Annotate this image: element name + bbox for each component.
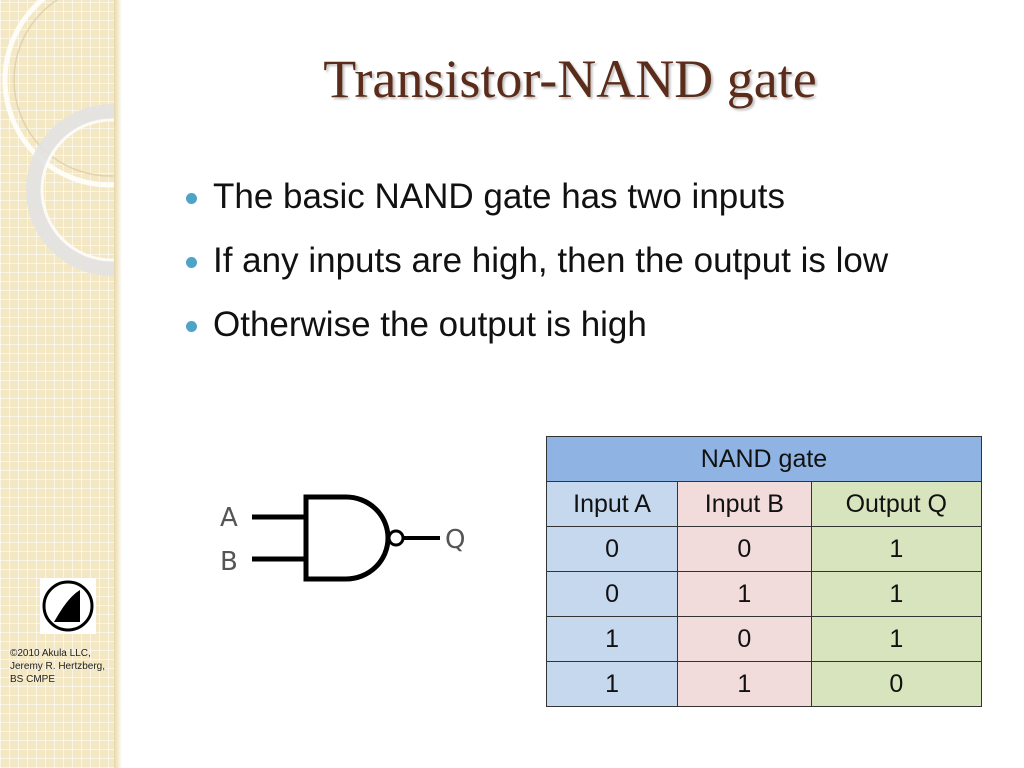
table-cell: 0: [545, 526, 679, 572]
gate-input-b-label: B: [220, 547, 238, 577]
bullet-item: The basic NAND gate has two inputs: [184, 172, 964, 222]
nand-gate-symbol: A B Q: [220, 494, 465, 582]
gate-input-a-label: A: [220, 503, 238, 533]
decorative-rings: [2, 0, 114, 276]
table-cell: 1: [545, 616, 679, 662]
truth-table: NAND gate Input A Input B Output Q 0 0 1…: [545, 436, 983, 707]
side-border: [114, 0, 122, 768]
table-cell: 0: [677, 526, 812, 572]
bullet-text: Otherwise the output is high: [213, 305, 647, 344]
table-row: 0 0 1: [545, 526, 983, 572]
bullet-dot-icon: [186, 257, 197, 268]
table-row: 1 1 0: [545, 661, 983, 707]
bullet-dot-icon: [186, 193, 197, 204]
gate-body: [303, 494, 391, 582]
gate-inversion-bubble: [387, 529, 405, 547]
bullet-dot-icon: [186, 321, 197, 332]
table-cell: 1: [545, 661, 679, 707]
bullet-item: Otherwise the output is high: [184, 300, 964, 350]
bullet-list: The basic NAND gate has two inputs If an…: [184, 172, 964, 364]
table-cell: 0: [677, 616, 812, 662]
table-row: 0 1 1: [545, 571, 983, 617]
table-cell: 1: [810, 571, 983, 617]
column-header: Input B: [677, 481, 812, 527]
table-cell: 1: [677, 571, 812, 617]
table-row: 1 0 1: [545, 616, 983, 662]
bullet-text: If any inputs are high, then the output …: [213, 241, 889, 280]
table-header-row: Input A Input B Output Q: [545, 481, 983, 527]
table-cell: 0: [810, 661, 983, 707]
table-cell: 1: [677, 661, 812, 707]
truth-table-title: NAND gate: [546, 436, 982, 482]
gate-output-q-label: Q: [445, 525, 465, 555]
company-logo: [40, 578, 96, 634]
bullet-text: The basic NAND gate has two inputs: [213, 177, 785, 216]
bullet-item: If any inputs are high, then the output …: [184, 236, 964, 286]
slide-title: Transistor-NAND gate: [323, 49, 817, 109]
table-cell: 1: [810, 526, 983, 572]
table-cell: 0: [545, 571, 679, 617]
column-header: Input A: [545, 481, 679, 527]
side-decoration: [0, 0, 114, 768]
table-cell: 1: [810, 616, 983, 662]
logo-icon: [42, 580, 94, 632]
column-header: Output Q: [810, 481, 983, 527]
copyright-credit: ©2010 Akula LLC, Jeremy R. Hertzberg, BS…: [10, 648, 106, 685]
